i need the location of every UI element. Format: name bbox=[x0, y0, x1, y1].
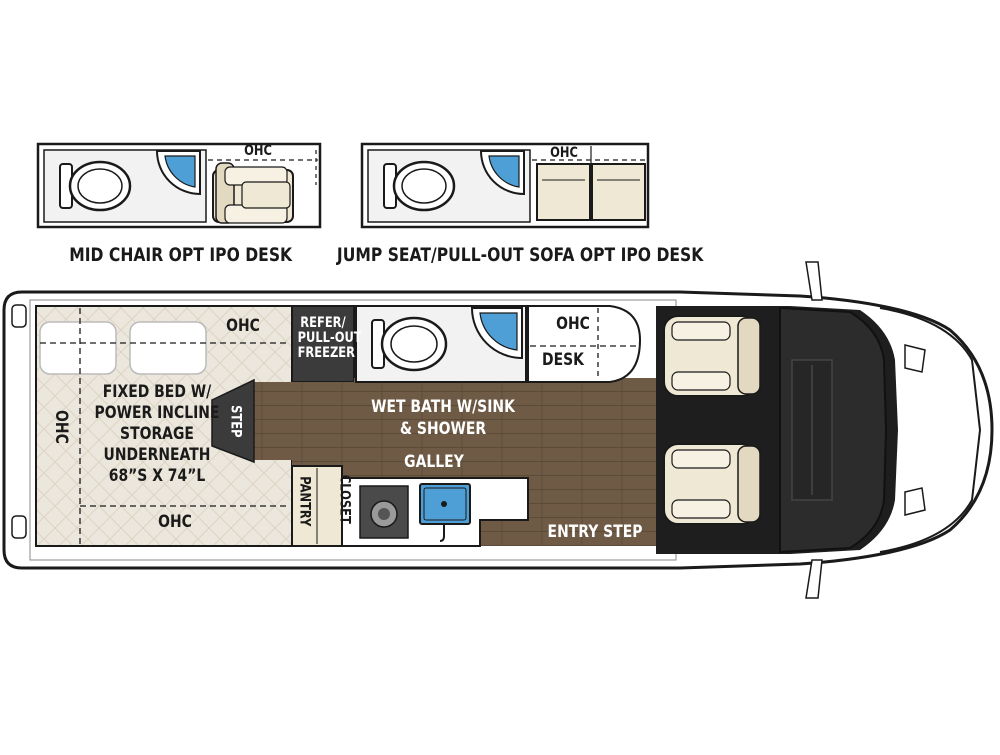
opt1-ohc-label: OHC bbox=[244, 143, 272, 159]
refer-freezer bbox=[291, 305, 355, 383]
van-main bbox=[2, 261, 994, 599]
option-jump-seat bbox=[360, 142, 650, 229]
entry-step-label: ENTRY STEP bbox=[547, 522, 643, 542]
pantry-label: PANTRY bbox=[296, 476, 313, 527]
passenger-seat-icon bbox=[663, 443, 761, 525]
refer-line-1: REFER/ bbox=[300, 315, 346, 331]
refer-line-2: PULL-OUT bbox=[297, 330, 362, 346]
bed-line-2: POWER INCLINE bbox=[94, 403, 220, 423]
pillow-right bbox=[129, 321, 207, 375]
bed-line-1: FIXED BED W/ bbox=[102, 382, 212, 402]
galley-label: GALLEY bbox=[404, 452, 464, 472]
toilet-icon bbox=[383, 160, 456, 212]
step-block bbox=[211, 378, 255, 464]
step-label: STEP bbox=[227, 405, 244, 438]
option-mid-chair bbox=[36, 142, 322, 229]
wetbath-label: WET BATH W/SINK & SHOWER bbox=[365, 396, 521, 440]
shower-icon bbox=[155, 150, 201, 196]
opt2-ohc-label: OHC bbox=[550, 145, 578, 161]
pillow-left bbox=[39, 321, 117, 375]
closet-label: CLOSET bbox=[336, 474, 353, 524]
bed-description: FIXED BED W/ POWER INCLINE STORAGE UNDER… bbox=[79, 382, 235, 487]
toilet-icon bbox=[59, 160, 132, 212]
toilet-icon bbox=[371, 316, 448, 372]
bed-line-3: STORAGE bbox=[120, 424, 194, 444]
mirror-top-icon bbox=[805, 261, 823, 301]
bed-line-5: 68”S X 74”L bbox=[108, 466, 206, 486]
shower-icon bbox=[470, 307, 523, 360]
jump-seat-sofa-icon bbox=[536, 163, 646, 221]
mid-chair-icon bbox=[212, 162, 294, 224]
bed-line-4: UNDERNEATH bbox=[103, 445, 211, 465]
opt1-caption: MID CHAIR OPT IPO DESK bbox=[69, 244, 293, 266]
bed-ohc-top-label: OHC bbox=[226, 316, 260, 336]
desk-label: DESK bbox=[542, 350, 584, 370]
driver-seat-icon bbox=[663, 315, 761, 397]
shower-icon bbox=[479, 150, 525, 196]
desk-ohc-label: OHC bbox=[556, 314, 590, 334]
desk-area bbox=[527, 305, 642, 383]
refer-line-3: FREEZER bbox=[297, 345, 355, 361]
bed-ohc-side-label: OHC bbox=[50, 410, 71, 444]
mirror-bottom-icon bbox=[805, 559, 823, 599]
refer-label: REFER/ PULL-OUT FREEZER bbox=[297, 315, 362, 361]
wetbath-line-2: & SHOWER bbox=[399, 419, 487, 439]
bed-ohc-bottom-label: OHC bbox=[158, 512, 192, 532]
opt2-caption: JUMP SEAT/PULL-OUT SOFA OPT IPO DESK bbox=[336, 244, 704, 266]
wetbath-line-1: WET BATH W/SINK bbox=[371, 397, 515, 417]
